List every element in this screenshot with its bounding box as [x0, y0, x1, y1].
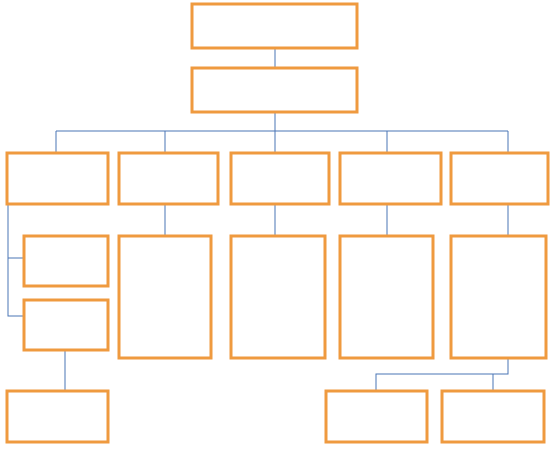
box-branch-1 [5, 151, 110, 206]
box-top [190, 2, 359, 50]
connector-b5c-grandchildren [375, 358, 509, 391]
box-branch-5 [449, 151, 550, 206]
box-branch-5-child [449, 234, 548, 360]
box-second [190, 66, 359, 114]
connectors [7, 48, 509, 391]
connector-branch-1-children [7, 204, 24, 317]
box-branch-1-child-2-child [5, 389, 110, 444]
nodes [5, 2, 550, 444]
box-branch-5-child-left [324, 389, 429, 444]
box-branch-4-child [338, 234, 435, 360]
box-branch-5-child-right [440, 389, 546, 444]
box-branch-3-child [229, 234, 327, 360]
box-branch-1-child-2 [22, 298, 110, 352]
box-branch-2-child [117, 234, 213, 360]
box-branch-4 [338, 151, 443, 206]
box-branch-3 [229, 151, 331, 206]
box-branch-2 [117, 151, 220, 206]
box-branch-1-child-1 [22, 234, 110, 288]
